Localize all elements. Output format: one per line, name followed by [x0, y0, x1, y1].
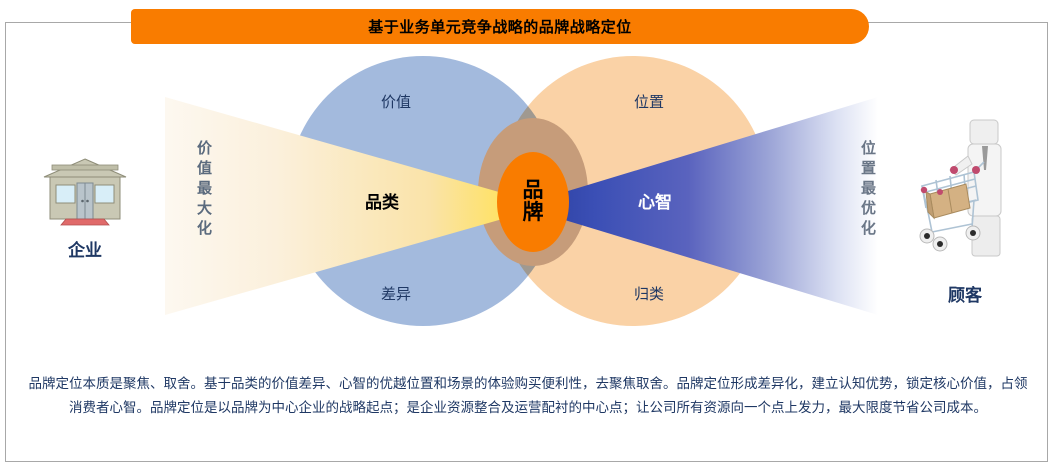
label-value: 价值	[381, 94, 412, 111]
storefront-icon	[43, 158, 127, 226]
enterprise-caption: 企业	[68, 241, 102, 260]
right-vertical-text: 位置最优化	[859, 140, 876, 240]
brand-core-label-2: 牌	[522, 201, 544, 224]
label-difference: 差异	[381, 286, 412, 303]
label-position: 位置	[634, 94, 665, 111]
enterprise-icon-group: 企业	[25, 155, 145, 261]
summary-paragraph: 品牌定位本质是聚焦、取舍。基于品类的价值差异、心智的优越位置和场景的体验购买便利…	[28, 376, 1028, 415]
left-vertical-text: 价值最大化	[195, 140, 212, 240]
title-banner: 基于业务单元竞争战略的品牌战略定位	[131, 9, 869, 44]
customer-icon-group: 顾客	[905, 112, 1025, 306]
label-classification: 归类	[634, 286, 665, 303]
customer-caption: 顾客	[948, 286, 982, 305]
shopper-with-cart-icon	[919, 119, 1002, 257]
label-mind: 心智	[638, 193, 672, 212]
page-title: 基于业务单元竞争战略的品牌战略定位	[368, 19, 632, 36]
label-category: 品类	[365, 193, 399, 212]
brand-core-label-1: 品	[522, 178, 544, 202]
brand-core: 品 牌	[497, 152, 569, 252]
